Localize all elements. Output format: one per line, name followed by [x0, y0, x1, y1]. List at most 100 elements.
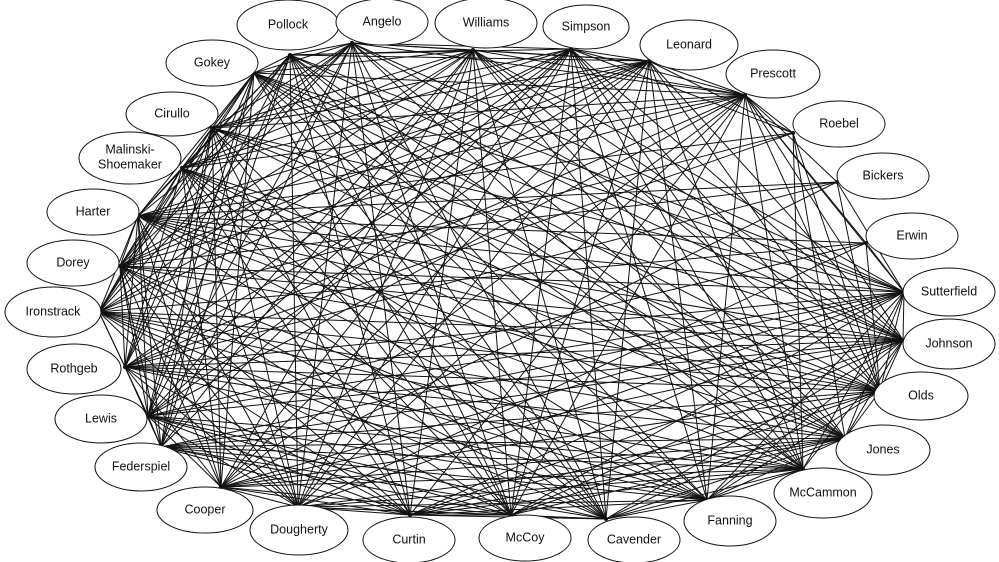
node-label-cavender: Cavender: [607, 532, 661, 546]
edge-olds-malinski: [181, 167, 881, 392]
edge-erwin-ironstrack: [98, 242, 867, 313]
node-ellipse-jones: [835, 424, 931, 476]
edge-sutterfield-lewis: [147, 291, 905, 417]
node-ellipse-angelo: [335, 0, 429, 46]
edge-ironstrack-gokey: [98, 72, 255, 313]
edge-sutterfield-federspiel: [160, 291, 905, 448]
edge-mccoy-dorey: [119, 265, 512, 516]
node-label-rothgeb: Rothgeb: [50, 361, 97, 375]
edge-cooper-gokey: [220, 72, 255, 488]
edge-federspiel-dorey: [119, 265, 162, 448]
edge-angelo-sutterfield: [351, 42, 905, 293]
edge-leonard-malinski: [181, 60, 650, 169]
node-label-dorey: Dorey: [56, 255, 90, 269]
node-ellipse-roebel: [792, 100, 886, 148]
node-label-line: Malinski-: [105, 143, 154, 157]
edge-olds-harter: [137, 215, 881, 392]
edge-simpson-rothgeb: [124, 48, 572, 368]
edge-simpson-johnson: [570, 48, 904, 341]
edge-williams-johnson: [472, 49, 904, 341]
edge-williams-sutterfield: [472, 49, 905, 293]
edge-mccammon-malinski: [181, 167, 804, 470]
edge-johnson-lewis: [147, 339, 904, 417]
edge-erwin-olds: [865, 242, 881, 392]
node-ellipse-gokey: [165, 39, 259, 87]
edge-mccoy-cirullo: [211, 127, 512, 516]
edge-cooper-dorey: [119, 265, 222, 488]
edge-pollock-ironstrack: [98, 54, 291, 313]
edge-prescott-cirullo: [211, 94, 746, 129]
node-anchor-pollock: [288, 53, 292, 57]
edge-leonard-johnson: [648, 60, 904, 341]
edge-williams-mccammon: [472, 49, 804, 470]
edge-federspiel-gokey: [160, 72, 255, 448]
edge-simpson-cavender: [570, 48, 607, 520]
edge-mccoy-federspiel: [160, 446, 512, 516]
node-bickers: Bickers: [835, 152, 930, 200]
edge-roebel-harter: [137, 132, 794, 217]
edge-roebel-prescott: [744, 94, 794, 134]
edge-johnson-curtin: [409, 339, 904, 516]
node-prescott: Prescott: [725, 49, 821, 99]
edge-simpson-dougherty: [297, 48, 572, 508]
edge-cooper-harter: [137, 215, 222, 488]
edge-angelo-cirullo: [211, 42, 353, 129]
edge-curtin-cooper: [220, 486, 411, 516]
edge-prescott-mccoy: [510, 94, 746, 516]
edge-bickers-dorey: [119, 181, 838, 267]
edge-olds-cirullo: [211, 127, 881, 392]
edge-angelo-harter: [137, 42, 353, 217]
edge-mccammon-harter: [137, 215, 804, 470]
edge-simpson-cooper: [220, 48, 572, 488]
edge-jones-curtin: [409, 437, 846, 516]
edge-williams-cooper: [220, 49, 474, 488]
node-ellipse-cavender: [587, 516, 681, 562]
edge-simpson-cirullo: [211, 48, 572, 129]
node-label-prescott: Prescott: [750, 66, 796, 80]
edge-federspiel-cirullo: [160, 127, 213, 448]
node-ellipse-johnson: [902, 318, 996, 370]
node-ellipse-dougherty: [249, 504, 349, 556]
node-label-bickers: Bickers: [863, 168, 904, 182]
edge-angelo-federspiel: [160, 42, 353, 448]
edge-simpson-leonard: [570, 48, 650, 62]
edge-mccammon-lewis: [147, 415, 804, 470]
node-simpson: Simpson: [542, 4, 630, 51]
node-anchor-cavender: [604, 517, 608, 521]
edge-cooper-rothgeb: [124, 366, 222, 488]
edge-prescott-gokey: [253, 72, 746, 96]
edge-jones-malinski: [181, 167, 846, 439]
node-ellipse-leonard: [639, 19, 739, 71]
node-label-dougherty: Dougherty: [270, 522, 328, 536]
edge-mccammon-fanning: [706, 468, 804, 501]
edge-angelo-malinski: [181, 42, 353, 169]
edge-roebel-leonard: [648, 60, 794, 134]
edge-cooper-lewis: [147, 415, 222, 488]
edge-williams-jones: [472, 49, 846, 439]
node-anchor-malinski: [180, 166, 184, 170]
node-label-jones: Jones: [866, 442, 899, 456]
edge-curtin-malinski: [181, 167, 411, 516]
edge-rothgeb-gokey: [124, 72, 255, 368]
edge-jones-rothgeb: [124, 366, 846, 439]
node-label-erwin: Erwin: [896, 228, 927, 242]
edge-olds-cavender: [605, 390, 881, 520]
node-gokey: Gokey: [165, 39, 259, 87]
edge-layer: [98, 42, 905, 520]
node-dougherty: Dougherty: [249, 504, 349, 556]
edge-cavender-cirullo: [211, 127, 607, 520]
node-label-cooper: Cooper: [185, 502, 226, 516]
node-johnson: Johnson: [901, 318, 996, 370]
node-label-johnson: Johnson: [925, 336, 972, 350]
edge-ironstrack-cirullo: [98, 127, 213, 313]
edge-cooper-cirullo: [211, 127, 222, 488]
edge-williams-gokey: [253, 49, 474, 74]
node-label-mccammon: McCammon: [789, 485, 856, 499]
edge-mccammon-curtin: [409, 468, 804, 516]
node-mccoy: McCoy: [478, 513, 572, 562]
edge-sutterfield-curtin: [409, 291, 905, 516]
node-roebel: Roebel: [791, 100, 886, 148]
edge-pollock-federspiel: [160, 54, 291, 448]
